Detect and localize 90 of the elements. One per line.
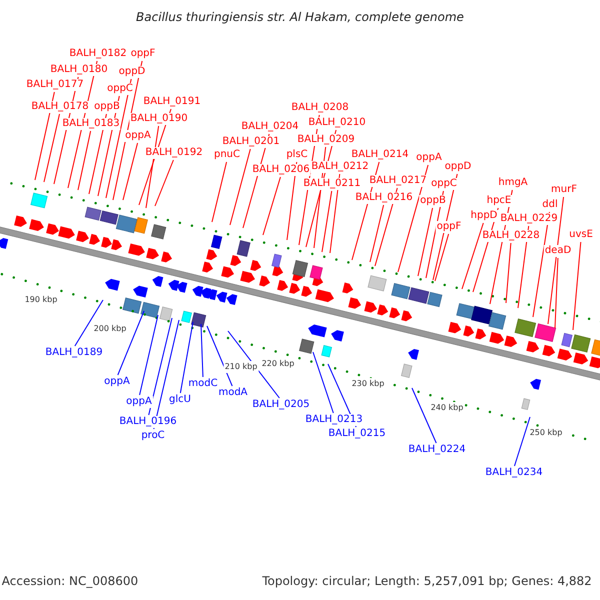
gene-label: hppD: [470, 210, 498, 222]
map-title: Bacillus thuringiensis str. Al Hakam, complete genome: [135, 10, 465, 24]
gene-label: BALH_0210: [307, 117, 367, 129]
scale-label: 230 kbp: [350, 378, 386, 390]
leader-line: [398, 164, 429, 272]
gene-label: oppD: [118, 66, 146, 78]
gene-label: BALH_0201: [221, 136, 281, 148]
gene-label: oppA: [125, 396, 153, 408]
leader-line: [572, 242, 582, 330]
leader-line: [180, 322, 194, 394]
gene-label: BALH_0228: [481, 230, 541, 242]
gene-label: hpcE: [486, 195, 512, 207]
gene-label: BALH_0215: [327, 428, 387, 440]
leader-line: [554, 258, 558, 328]
gene-label: oppA: [415, 152, 443, 164]
scale-label: 200 kbp: [92, 323, 128, 335]
gene-label: BALH_0211: [302, 178, 362, 190]
gene-label: BALH_0208: [290, 102, 350, 114]
gene-label: BALH_0213: [304, 414, 364, 426]
scale-label: 190 kbp: [24, 294, 58, 306]
gene-label: deaD: [544, 245, 572, 257]
gene-label: oppD: [444, 161, 472, 173]
leader-line: [418, 208, 434, 276]
gene-label: BALH_0206: [251, 164, 311, 176]
leader-line: [434, 234, 450, 282]
gene-label: BALH_0177: [25, 79, 85, 91]
leader-line: [154, 160, 174, 206]
leader-line: [34, 92, 55, 180]
leader-line: [117, 310, 144, 376]
leader-line: [462, 222, 484, 290]
gene-label: BALH_0204: [240, 121, 300, 133]
gene-label: BALH_0205: [251, 399, 311, 411]
gene-label: BALH_0190: [129, 113, 189, 125]
gene-label: plsC: [285, 149, 309, 161]
scale-label: 250 kbp: [528, 427, 564, 439]
gene-label: BALH_0192: [144, 147, 204, 159]
leader-line: [322, 190, 332, 252]
leader-line: [532, 212, 550, 318]
leader-line: [139, 314, 158, 396]
leader-line: [228, 330, 280, 398]
gene-label: oppA: [103, 376, 131, 388]
gene-label: BALH_0182: [68, 48, 128, 60]
gene-label: BALH_0216: [354, 192, 414, 204]
gene-label: oppA: [124, 130, 152, 142]
gene-label: hmgA: [497, 177, 529, 189]
leader-line: [506, 242, 512, 304]
leader-line: [122, 142, 138, 200]
leader-line: [212, 162, 228, 222]
leader-line: [262, 176, 281, 236]
scale-label: 240 kbp: [430, 402, 464, 414]
gene-label: BALH_0180: [49, 64, 109, 76]
leader-line: [148, 318, 172, 416]
leader-line: [74, 300, 104, 346]
gene-label: BALH_0189: [44, 347, 104, 359]
leader-line: [412, 388, 437, 444]
leader-line: [44, 114, 60, 182]
gene-label: BALH_0212: [310, 161, 370, 173]
leader-line: [106, 78, 132, 198]
gene-label: BALH_0183: [61, 118, 121, 130]
gene-label: oppB: [93, 101, 121, 113]
gene-label: oppC: [106, 83, 134, 95]
genome-info-text: Topology: circular; Length: 5,257,091 bp; Genes: 4,882: [261, 575, 593, 587]
gene-label: glcU: [168, 394, 192, 406]
gene-label: oppC: [430, 178, 458, 190]
leader-line: [514, 416, 530, 466]
accession-text: Accession: NC_008600: [0, 575, 140, 587]
gene-label: BALH_0234: [484, 467, 544, 479]
leader-line: [200, 324, 204, 378]
gene-label: BALH_0209: [296, 134, 356, 146]
leader-line: [153, 320, 180, 430]
scale-label: 210 kbp: [224, 361, 258, 373]
gene-label: BALH_0229: [499, 213, 559, 225]
gene-label: BALH_0224: [407, 444, 467, 456]
leader-line: [548, 196, 564, 324]
leader-line: [370, 204, 384, 262]
gene-label: BALH_0217: [368, 175, 428, 187]
gene-label: BALH_0196: [118, 416, 178, 428]
gene-label: oppF: [436, 221, 462, 233]
scale-label: 220 kbp: [260, 358, 296, 370]
leader-line: [312, 352, 334, 414]
gene-label: oppF: [130, 48, 156, 60]
gene-label: oppB: [419, 195, 447, 207]
gene-label: BALH_0178: [30, 101, 90, 113]
leader-line: [78, 130, 92, 190]
gene-label: pnuC: [213, 149, 241, 161]
gene-label: BALH_0214: [350, 149, 410, 161]
gene-label: proC: [140, 430, 166, 442]
gene-label: BALH_0191: [142, 96, 202, 108]
leader-line: [230, 148, 251, 226]
leader-line: [206, 326, 233, 386]
